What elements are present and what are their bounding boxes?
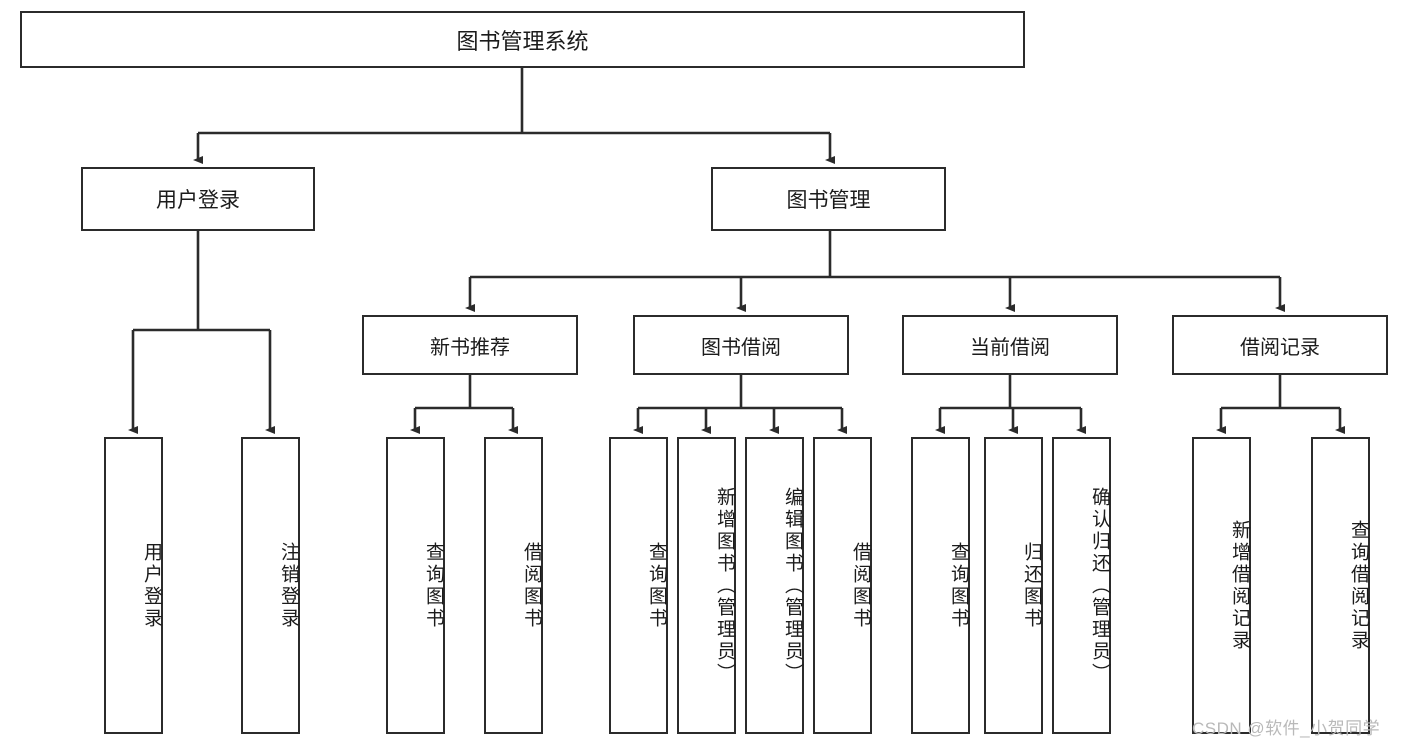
node-new-book-recommendation[interactable]: 新书推荐 bbox=[362, 315, 578, 375]
node-user-login-label: 用户登录 bbox=[156, 189, 240, 212]
leaf-node-label: 新增图书（管理员） bbox=[714, 486, 735, 685]
leaf-node[interactable]: 新增图书（管理员） bbox=[677, 437, 736, 734]
leaf-node-label: 借阅图书 bbox=[850, 541, 871, 630]
node-current-borrowing[interactable]: 当前借阅 bbox=[902, 315, 1118, 375]
node-book-borrowing[interactable]: 图书借阅 bbox=[633, 315, 849, 375]
leaf-node[interactable]: 新增借阅记录 bbox=[1192, 437, 1251, 734]
node-book-management[interactable]: 图书管理 bbox=[711, 167, 946, 231]
node-book-management-label: 图书管理 bbox=[786, 189, 871, 212]
leaf-node-label: 新增借阅记录 bbox=[1229, 519, 1250, 652]
watermark: CSDN @软件_小贺同学 bbox=[1192, 719, 1381, 738]
leaf-node-label: 查询图书 bbox=[948, 541, 969, 630]
leaf-node-label: 借阅图书 bbox=[521, 541, 542, 630]
leaf-node[interactable]: 借阅图书 bbox=[813, 437, 872, 734]
node-borrowing-records[interactable]: 借阅记录 bbox=[1172, 315, 1388, 375]
leaf-node[interactable]: 归还图书 bbox=[984, 437, 1043, 734]
leaf-node-label: 注销登录 bbox=[278, 541, 299, 630]
leaf-node-label: 编辑图书（管理员） bbox=[782, 486, 803, 685]
leaf-node[interactable]: 编辑图书（管理员） bbox=[745, 437, 804, 734]
node-user-login[interactable]: 用户登录 bbox=[81, 167, 315, 231]
leaf-node-label: 查询借阅记录 bbox=[1348, 519, 1369, 652]
leaf-node[interactable]: 查询图书 bbox=[386, 437, 445, 734]
leaf-node[interactable]: 借阅图书 bbox=[484, 437, 543, 734]
leaf-node-label: 确认归还（管理员） bbox=[1089, 486, 1110, 685]
leaf-node[interactable]: 查询借阅记录 bbox=[1311, 437, 1370, 734]
node-root-label: 图书管理系统 bbox=[456, 28, 589, 54]
leaf-node-label: 归还图书 bbox=[1021, 541, 1042, 630]
leaf-node[interactable]: 用户登录 bbox=[104, 437, 163, 734]
leaf-node[interactable]: 注销登录 bbox=[241, 437, 300, 734]
node-root[interactable]: 图书管理系统 bbox=[20, 11, 1025, 68]
leaf-node-label: 查询图书 bbox=[423, 541, 444, 630]
leaf-node-label: 查询图书 bbox=[646, 541, 667, 630]
leaf-node[interactable]: 查询图书 bbox=[609, 437, 668, 734]
leaf-node[interactable]: 确认归还（管理员） bbox=[1052, 437, 1111, 734]
node-new-book-recommendation-label: 新书推荐 bbox=[430, 336, 510, 359]
node-borrowing-records-label: 借阅记录 bbox=[1240, 336, 1320, 359]
leaf-node[interactable]: 查询图书 bbox=[911, 437, 970, 734]
leaf-node-label: 用户登录 bbox=[141, 541, 162, 630]
node-current-borrowing-label: 当前借阅 bbox=[970, 336, 1050, 359]
node-book-borrowing-label: 图书借阅 bbox=[701, 336, 781, 359]
